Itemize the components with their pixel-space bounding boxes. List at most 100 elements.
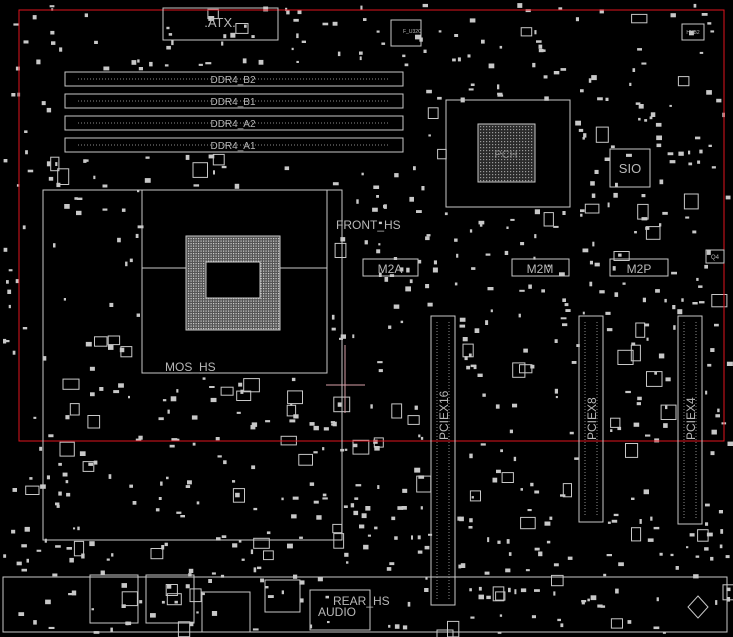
m2a-slot[interactable]: M2A xyxy=(362,258,419,277)
ball-pad xyxy=(223,308,225,310)
component-pad xyxy=(293,18,299,22)
ball-pad xyxy=(200,245,202,247)
usb-c-port[interactable] xyxy=(201,591,251,633)
ball-pad xyxy=(203,288,205,290)
ball-pad xyxy=(265,315,267,317)
ball-pad xyxy=(218,258,220,260)
component-pad xyxy=(291,514,297,519)
dimm-slot-ddr4-b1[interactable]: DDR4_B1 xyxy=(64,93,404,109)
q4-part[interactable] xyxy=(705,249,725,264)
ball-pad xyxy=(213,308,215,310)
component-pad xyxy=(699,149,703,154)
ball-pad xyxy=(275,270,277,272)
dimm-slot-ddr4-a1[interactable]: DDR4_A1 xyxy=(64,137,404,153)
component-pad xyxy=(499,45,503,49)
component-pad xyxy=(423,49,427,53)
component-pad xyxy=(686,546,689,549)
ball-pad xyxy=(265,320,267,322)
ball-pad xyxy=(510,159,512,161)
ball-pad xyxy=(528,144,530,146)
ball-pad xyxy=(268,320,270,322)
ball-pad xyxy=(275,248,277,250)
ball-pad xyxy=(215,245,217,247)
component-pad xyxy=(631,342,636,346)
ball-pad xyxy=(205,253,207,255)
ball-pad xyxy=(501,180,503,182)
m2m-slot[interactable]: M2M xyxy=(511,258,570,277)
ball-pad xyxy=(268,305,270,307)
ball-pad xyxy=(188,305,190,307)
dimm-slot-ddr4-a2[interactable]: DDR4_A2 xyxy=(64,115,404,131)
ball-pad xyxy=(260,305,262,307)
cpu-vrm-region[interactable]: MOS_HS xyxy=(42,189,343,541)
usb-port-2[interactable] xyxy=(145,574,195,624)
pch-chip[interactable]: PCH xyxy=(445,99,571,208)
ball-pad xyxy=(270,295,272,297)
ball-pad xyxy=(255,303,257,305)
component-pad xyxy=(174,600,178,604)
ball-pad xyxy=(483,162,485,164)
ball-pad xyxy=(248,320,250,322)
component-pad xyxy=(495,404,500,409)
component-pad xyxy=(331,314,335,320)
ball-pad xyxy=(260,268,262,270)
pciex4-slot[interactable]: PCIEX4 xyxy=(677,315,703,525)
ball-pad xyxy=(498,129,500,131)
ball-pad xyxy=(250,328,252,330)
ball-pad xyxy=(233,313,235,315)
component-pad xyxy=(715,600,718,605)
component-pad xyxy=(161,600,165,604)
ball-pad xyxy=(498,159,500,161)
ball-pad xyxy=(263,253,265,255)
ball-pad xyxy=(243,310,245,312)
component-pad xyxy=(696,277,699,281)
component-pad xyxy=(695,136,701,140)
hub2-chip[interactable] xyxy=(681,23,705,41)
m2p-slot[interactable]: M2P xyxy=(609,258,669,277)
rear-io-region[interactable]: REAR_HS AUDIO xyxy=(2,574,728,633)
ball-pad xyxy=(260,248,262,250)
pciex16-slot[interactable]: PCIEX16 xyxy=(430,315,456,606)
atx-label: .ATX. xyxy=(204,15,236,30)
component-pad xyxy=(202,377,206,380)
usb-port-1[interactable] xyxy=(89,574,139,624)
ball-pad xyxy=(245,310,247,312)
ball-pad xyxy=(273,250,275,252)
ball-pad xyxy=(215,240,217,242)
ball-pad xyxy=(489,144,491,146)
component-pad xyxy=(109,302,114,307)
ball-pad xyxy=(245,245,247,247)
ball-pad xyxy=(220,308,222,310)
ball-pad xyxy=(228,320,230,322)
ball-pad xyxy=(203,245,205,247)
ball-pad xyxy=(253,315,255,317)
ball-pad xyxy=(200,328,202,330)
ball-pad xyxy=(215,313,217,315)
ball-pad xyxy=(238,310,240,312)
ball-pad xyxy=(235,253,237,255)
ball-pad xyxy=(188,248,190,250)
ball-pad xyxy=(208,240,210,242)
sio-chip[interactable]: SIO xyxy=(609,148,651,188)
ball-pad xyxy=(220,240,222,242)
ball-pad xyxy=(205,325,207,327)
ball-pad xyxy=(188,323,190,325)
ball-pad xyxy=(203,260,205,262)
component-pad xyxy=(281,497,284,501)
selection-highlight-box[interactable] xyxy=(18,9,725,442)
atx-connector[interactable]: .ATX. xyxy=(162,7,279,41)
component-pad xyxy=(165,584,178,596)
f-u32c-connector[interactable] xyxy=(390,19,422,47)
ball-pad xyxy=(263,268,265,270)
pciex8-slot[interactable]: PCIEX8 xyxy=(578,315,604,523)
audio-connector[interactable] xyxy=(309,589,371,631)
ball-pad xyxy=(235,318,237,320)
ball-pad xyxy=(218,320,220,322)
display-port[interactable] xyxy=(264,579,301,613)
component-pad xyxy=(46,475,50,480)
ball-pad xyxy=(250,325,252,327)
dimm-slot-ddr4-b2[interactable]: DDR4_B2 xyxy=(64,71,404,87)
ball-pad xyxy=(263,245,265,247)
ball-pad xyxy=(203,305,205,307)
